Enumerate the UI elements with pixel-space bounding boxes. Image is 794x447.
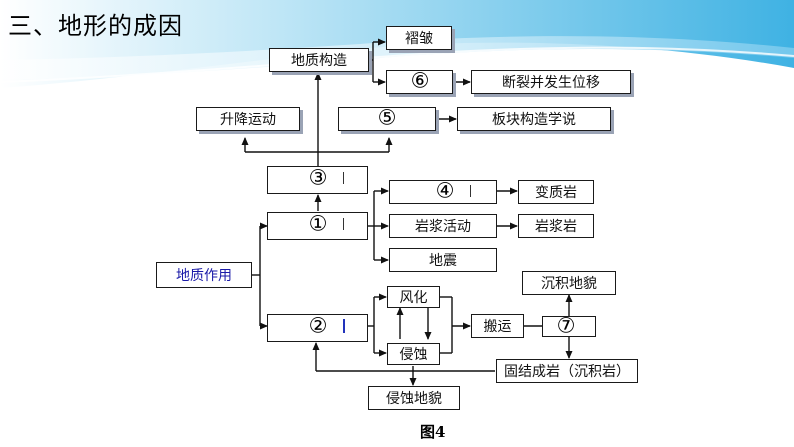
blank-number-7: ⑦	[556, 313, 576, 338]
text-cursor	[343, 172, 344, 184]
box-geologic-structure: 地质构造	[269, 48, 369, 72]
box-metamorphic-rock: 变质岩	[518, 180, 594, 204]
box-sedimentary-landform: 沉积地貌	[522, 271, 616, 295]
blank-box-7	[542, 316, 596, 337]
blank-box-2	[267, 314, 368, 342]
blank-number-2: ②	[308, 313, 328, 338]
blank-box-1	[267, 212, 368, 240]
text-cursor	[343, 319, 345, 333]
blank-number-5: ⑤	[377, 105, 397, 130]
box-lithification: 固结成岩（沉积岩）	[496, 359, 638, 383]
blank-number-6: ⑥	[410, 68, 430, 93]
blank-box-5	[338, 107, 436, 131]
blank-number-4: ④	[435, 178, 455, 203]
box-transport: 搬运	[471, 314, 524, 338]
blank-box-3	[267, 166, 368, 194]
box-uplift-subsidence: 升降运动	[196, 107, 300, 131]
box-fold: 褶皱	[386, 26, 452, 50]
box-fault-displacement: 断裂并发生位移	[471, 70, 631, 94]
blank-box-4	[389, 180, 497, 204]
box-erosion: 侵蚀	[387, 343, 440, 365]
box-erosional-landform: 侵蚀地貌	[368, 386, 460, 410]
page-title: 三、地形的成因	[8, 12, 183, 40]
box-earthquake: 地震	[389, 248, 497, 272]
text-cursor	[343, 218, 344, 230]
box-igneous-rock: 岩浆岩	[518, 214, 594, 238]
blank-number-1: ①	[308, 211, 328, 236]
box-weathering: 风化	[387, 286, 440, 308]
box-plate-tectonics: 板块构造学说	[457, 107, 611, 131]
blank-number-3: ③	[308, 165, 328, 190]
text-cursor	[470, 185, 471, 197]
box-geologic-process: 地质作用	[156, 262, 252, 288]
figure-caption: 图4	[420, 423, 446, 441]
box-magmatic-activity: 岩浆活动	[389, 214, 497, 238]
blank-box-6	[386, 70, 453, 94]
